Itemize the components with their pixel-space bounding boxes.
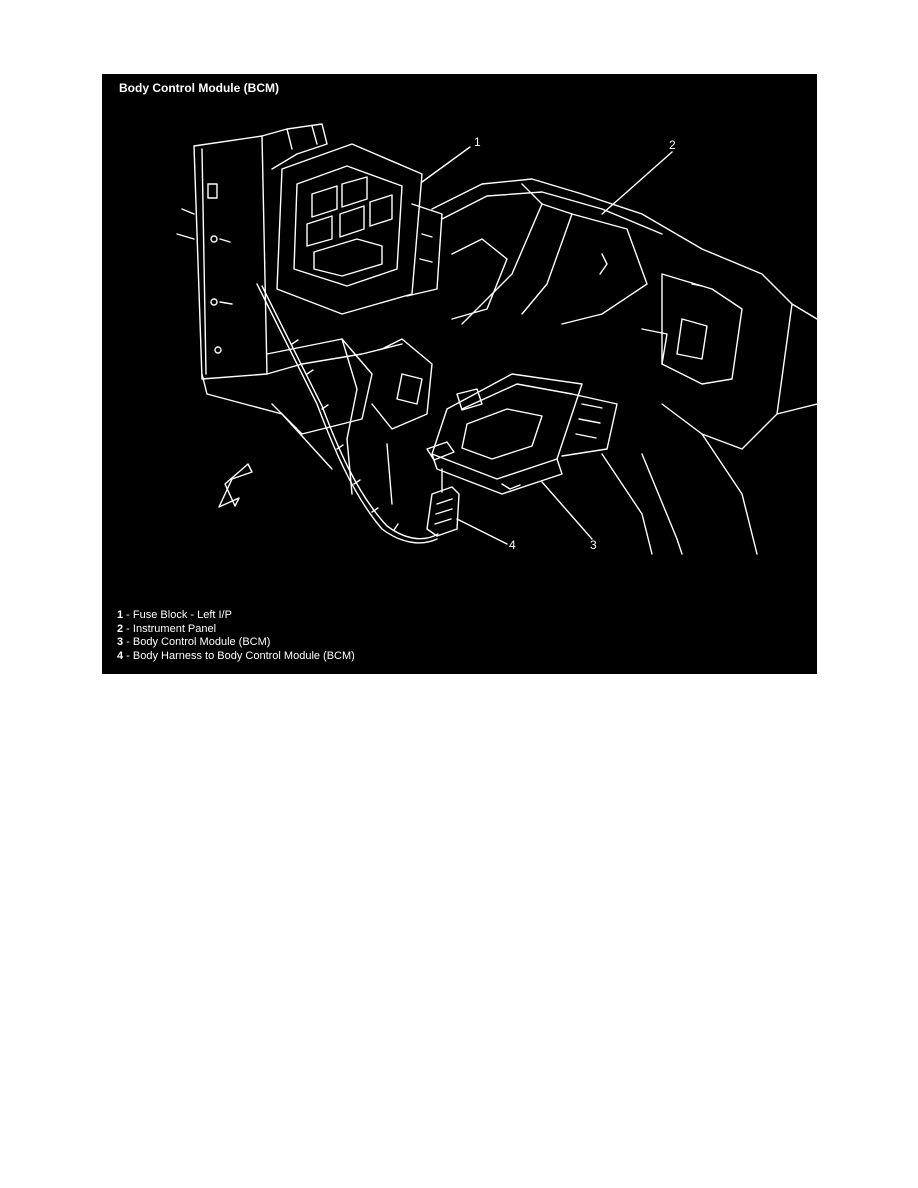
legend-item: 2 - Instrument Panel bbox=[117, 623, 355, 637]
callout-leaders bbox=[421, 146, 673, 545]
legend-item: 4 - Body Harness to Body Control Module … bbox=[117, 650, 355, 664]
legend-separator: - bbox=[123, 649, 133, 662]
legend-separator: - bbox=[123, 622, 133, 635]
legend-text: Body Control Module (BCM) bbox=[132, 636, 271, 648]
legend-number: 2 bbox=[117, 622, 124, 635]
legend-number: 4 bbox=[117, 649, 124, 662]
legend-item: 1 - Fuse Block - Left I/P bbox=[117, 609, 355, 623]
fuse-block-drawing bbox=[276, 143, 443, 315]
left-mounting-bracket bbox=[176, 135, 333, 470]
callout-label-3: 3 bbox=[590, 538, 597, 552]
legend-number: 3 bbox=[117, 636, 124, 648]
legend-text: Instrument Panel bbox=[132, 622, 217, 635]
legend-item: 3 - Body Control Module (BCM) bbox=[117, 636, 355, 650]
callout-legend: 1 - Fuse Block - Left I/P 2 - Instrument… bbox=[117, 609, 355, 663]
lower-support-structure bbox=[266, 338, 758, 555]
legend-number: 1 bbox=[117, 609, 124, 621]
bcm-line-drawing: 1 2 3 4 bbox=[176, 123, 817, 555]
callout-label-2: 2 bbox=[669, 138, 676, 152]
legend-text: Body Harness to Body Control Module (BCM… bbox=[132, 649, 355, 662]
figure-title: Body Control Module (BCM) bbox=[119, 81, 279, 95]
legend-text: Fuse Block - Left I/P bbox=[132, 609, 232, 621]
callout-label-4: 4 bbox=[509, 538, 516, 552]
callout-label-1: 1 bbox=[474, 135, 481, 149]
bcm-drawing bbox=[431, 373, 618, 495]
legend-separator: - bbox=[123, 636, 133, 648]
forward-direction-arrow bbox=[218, 463, 253, 508]
body-harness-drawing bbox=[256, 283, 460, 544]
bcm-figure: Body Control Module (BCM) bbox=[102, 74, 817, 674]
instrument-panel-drawing bbox=[431, 178, 817, 450]
legend-separator: - bbox=[123, 609, 133, 621]
